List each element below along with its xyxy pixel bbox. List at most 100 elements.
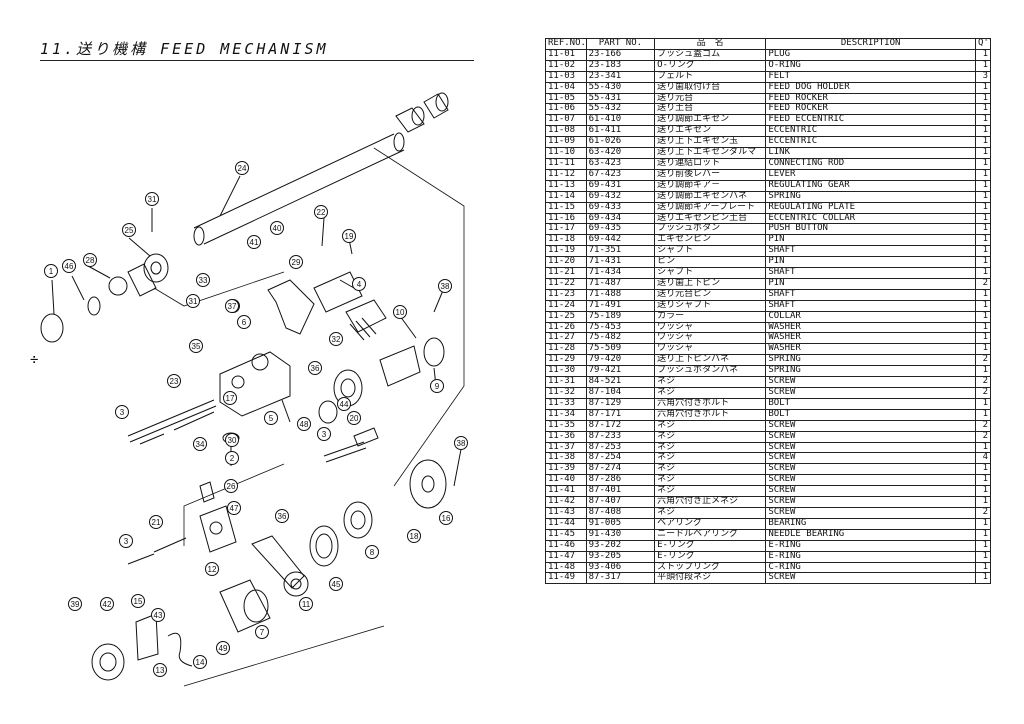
qty-cell: 1	[975, 92, 991, 105]
qty-cell: 1	[975, 539, 991, 552]
callout: 39	[68, 597, 82, 611]
callout: 13	[153, 663, 167, 677]
part-number-cell: 67-423	[585, 168, 656, 181]
svg-text:11: 11	[302, 600, 311, 609]
name-jp-cell: ストップリング	[654, 561, 767, 574]
description-cell: SHAFT	[765, 245, 976, 258]
qty-cell: 1	[975, 245, 991, 258]
svg-text:13: 13	[156, 666, 165, 675]
ref-cell: 11-01	[545, 48, 587, 61]
part-number-cell: 87-104	[585, 387, 656, 399]
ref-cell: 11-15	[545, 201, 587, 214]
qty-cell: 1	[975, 48, 991, 61]
ref-cell: 11-04	[545, 81, 587, 94]
callout: 21	[149, 515, 163, 529]
name-jp-cell: ワッシャ	[654, 332, 767, 345]
callout: 28	[83, 253, 97, 267]
qty-cell: 1	[975, 397, 991, 410]
name-jp-cell: 送り調節エキセン	[654, 114, 767, 127]
description-cell: SCREW	[765, 387, 976, 399]
qty-cell: 4	[975, 452, 991, 465]
svg-text:6: 6	[242, 318, 247, 327]
qty-cell: 1	[975, 288, 991, 301]
callout: 38	[454, 436, 468, 450]
ref-cell: 11-08	[545, 125, 587, 138]
svg-text:14: 14	[196, 658, 205, 667]
callout: 36	[308, 361, 322, 375]
svg-text:34: 34	[196, 440, 205, 449]
callout: 36	[275, 509, 289, 523]
part-number-cell: 69-433	[585, 201, 656, 214]
part-number-cell: 63-420	[585, 147, 656, 159]
ref-cell: 11-38	[545, 452, 587, 465]
description-cell: PUSH BUTTON	[765, 223, 976, 236]
parts-table: REF.NO. PART NO. 品 名 DESCRIPTION Q'TY 11…	[545, 38, 991, 585]
qty-cell: 1	[975, 103, 991, 116]
callout: 25	[122, 223, 136, 237]
description-cell: SCREW	[765, 485, 976, 498]
part-number-cell: 23-166	[585, 48, 656, 61]
callout: 32	[329, 332, 343, 346]
svg-text:33: 33	[199, 276, 208, 285]
part-number-cell: 87-233	[585, 430, 656, 443]
description-cell: WASHER	[765, 343, 976, 356]
svg-text:30: 30	[228, 436, 237, 445]
svg-text:36: 36	[278, 512, 287, 521]
name-jp-cell: 送り上下エキセンダルマ	[654, 147, 767, 159]
name-jp-cell: ベアリング	[654, 517, 767, 530]
svg-text:25: 25	[125, 226, 134, 235]
qty-cell: 1	[975, 267, 991, 279]
part-number-cell: 71-487	[585, 277, 656, 290]
part-number-cell: 79-421	[585, 365, 656, 378]
ref-cell: 11-33	[545, 397, 587, 410]
ref-cell: 11-07	[545, 114, 587, 127]
part-number-cell: 93-406	[585, 561, 656, 574]
name-jp-cell: E-リング	[654, 550, 767, 563]
qty-cell: 1	[975, 485, 991, 498]
callout: 47	[227, 501, 241, 515]
name-jp-cell: ネジ	[654, 419, 767, 432]
qty-cell: 1	[975, 332, 991, 345]
description-cell: SPRING	[765, 365, 976, 378]
callout: 37	[225, 299, 239, 313]
ref-cell: 11-34	[545, 408, 587, 421]
name-jp-cell: フェルト	[654, 70, 767, 83]
plug-part	[40, 263, 157, 343]
ref-cell: 11-05	[545, 92, 587, 105]
callout: 44	[337, 397, 351, 411]
ref-cell: 11-17	[545, 223, 587, 236]
regulating-gear-part	[91, 643, 125, 681]
callout: 11	[299, 597, 313, 611]
description-cell: FEED ROCKER	[765, 92, 976, 105]
part-number-cell: 71-488	[585, 288, 656, 301]
qty-cell: 1	[975, 190, 991, 203]
part-number-cell: 71-351	[585, 245, 656, 258]
name-jp-cell: O-リング	[654, 59, 767, 72]
description-cell: FELT	[765, 70, 976, 83]
part-number-cell: 71-434	[585, 267, 656, 279]
name-jp-cell: 送り土台	[654, 103, 767, 116]
svg-text:15: 15	[134, 597, 143, 606]
part-number-cell: 71-431	[585, 256, 656, 269]
part-number-cell: 55-431	[585, 92, 656, 105]
svg-text:16: 16	[442, 514, 451, 523]
name-jp-cell: シャフト	[654, 245, 767, 258]
qty-cell: 2	[975, 419, 991, 432]
part-number-cell: 93-205	[585, 550, 656, 563]
qty-cell: 2	[975, 376, 991, 388]
callout: 43	[151, 608, 165, 622]
svg-text:40: 40	[273, 224, 282, 233]
